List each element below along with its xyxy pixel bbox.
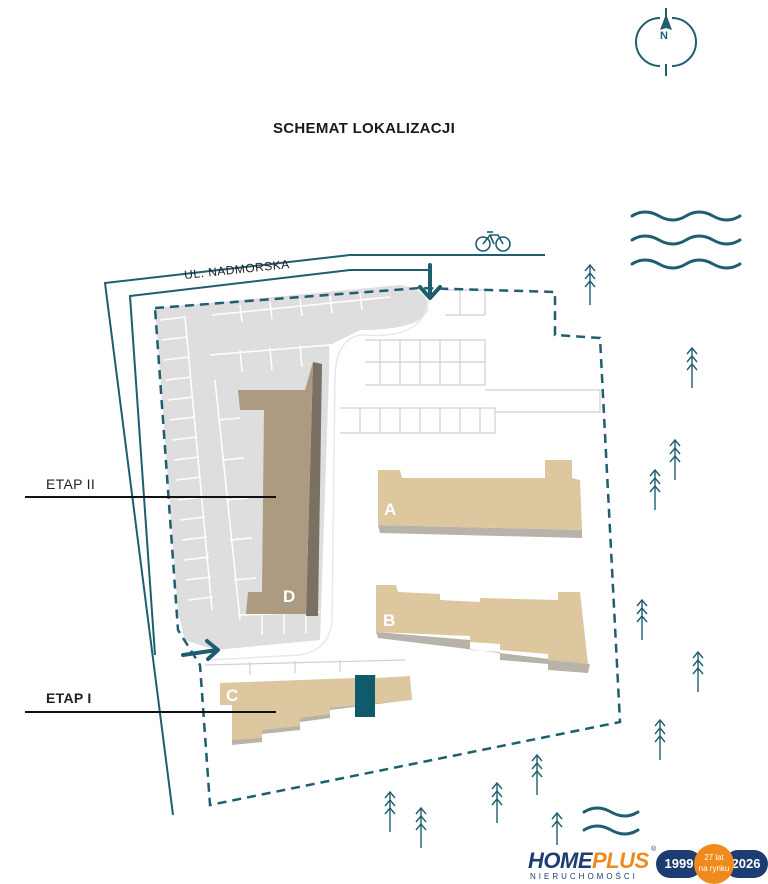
parking-stalls-left — [159, 292, 391, 635]
compass-icon — [635, 8, 697, 76]
anniversary-line-2: na rynku — [698, 864, 730, 873]
map-title: SCHEMAT LOKALIZACJI — [272, 120, 456, 137]
anniversary-line-1: 27 lat — [704, 853, 724, 862]
building-b — [376, 585, 588, 664]
entrance-arrow-left — [181, 639, 220, 661]
sea-waves-small-icon — [582, 806, 640, 836]
stage-2-label: ETAP II — [46, 476, 96, 492]
anniversary-badge: 27 lat na rynku — [694, 844, 734, 884]
entrance-arrow-top — [418, 263, 442, 300]
internal-road — [209, 299, 429, 661]
bicycle-icon — [475, 231, 511, 252]
tree-icons — [384, 263, 704, 848]
sea-waves-icon — [630, 210, 742, 270]
compass-letter: N — [660, 30, 668, 42]
building-b-label: B — [383, 611, 396, 630]
building-c-label: C — [226, 686, 239, 705]
building-a — [378, 460, 582, 530]
building-c-shadow — [232, 694, 412, 745]
building-d — [238, 362, 313, 614]
building-c-highlight — [355, 675, 375, 717]
building-b-shadow — [376, 632, 590, 673]
road-lines — [103, 254, 545, 816]
building-d-shadow — [306, 362, 322, 616]
brand-name-home: HOME — [528, 848, 593, 873]
plot-boundary — [153, 286, 622, 807]
building-c — [220, 675, 412, 740]
building-d-label: D — [283, 587, 296, 606]
building-a-label: A — [384, 500, 397, 519]
brand-name-plus: PLUS — [592, 848, 649, 873]
brand-name: HOMEPLUS — [528, 848, 649, 874]
stage-1-label: ETAP I — [46, 690, 92, 706]
brand-logo: HOMEPLUS ® NIERUCHOMOŚCI 1999 2026 27 la… — [524, 842, 768, 884]
brand-registered-mark: ® — [651, 846, 657, 853]
year-start-badge: 1999 — [656, 850, 702, 878]
brand-tagline: NIERUCHOMOŚCI — [530, 872, 638, 881]
building-a-shadow — [378, 525, 582, 538]
